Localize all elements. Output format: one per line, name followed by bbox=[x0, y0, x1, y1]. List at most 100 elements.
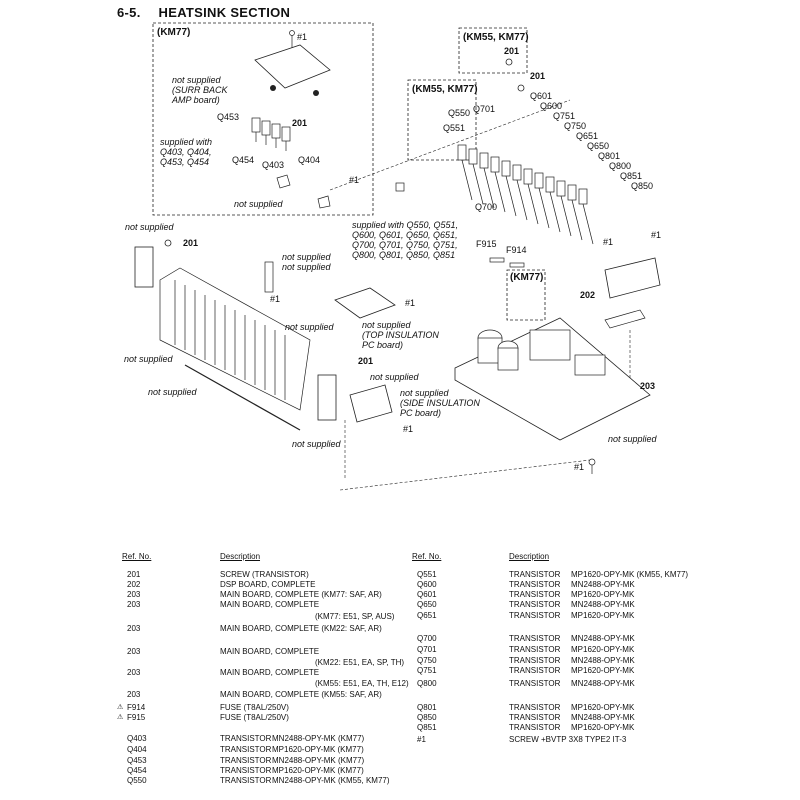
label-q851: Q851 bbox=[620, 171, 642, 181]
label-hash1-d: #1 bbox=[405, 298, 415, 308]
table-cell-ref: Q701 bbox=[417, 645, 437, 654]
heatsink bbox=[159, 267, 311, 411]
label-201-b: 201 bbox=[504, 46, 519, 56]
table-cell-part: MN2488-OPY-MK bbox=[571, 713, 635, 722]
table-cell-part: MP1620-OPY-MK bbox=[571, 723, 635, 732]
table-cell-ref: 202 bbox=[127, 580, 141, 589]
screw-icon bbox=[517, 84, 525, 92]
label-q453: Q453 bbox=[217, 112, 239, 122]
label-q403: Q403 bbox=[262, 160, 284, 170]
label-q601: Q601 bbox=[530, 91, 552, 101]
label-q850: Q850 bbox=[631, 181, 653, 191]
warning-icon: ⚠ bbox=[117, 714, 124, 721]
section-title: 6-5. HEATSINK SECTION bbox=[117, 5, 290, 20]
table-cell-part: MN2488-OPY-MK bbox=[571, 656, 635, 665]
label-surr-back-1: not supplied bbox=[172, 75, 222, 85]
table-cell-part: MN2488-OPY-MK (KM77) bbox=[272, 734, 365, 743]
label-q751: Q751 bbox=[553, 111, 575, 121]
table-cell-desc: TRANSISTOR bbox=[509, 666, 561, 675]
label-hash1-a: #1 bbox=[297, 32, 307, 42]
transistor-row bbox=[457, 144, 594, 245]
label-hash1-h: #1 bbox=[651, 230, 661, 240]
table-cell-desc: TRANSISTOR bbox=[220, 766, 272, 775]
label-q700: Q700 bbox=[475, 202, 497, 212]
table-cell-ref: 203 bbox=[127, 690, 141, 699]
table-cell-part: MN2488-OPY-MK bbox=[571, 600, 635, 609]
label-q701: Q701 bbox=[473, 104, 495, 114]
label-hash1-f: #1 bbox=[574, 462, 584, 472]
table-cell-ref: Q800 bbox=[417, 679, 437, 688]
table-cell-ref: F915 bbox=[127, 713, 146, 722]
label-top-ins-3: PC board) bbox=[362, 340, 403, 350]
table-cell-ref: #1 bbox=[417, 735, 426, 744]
label-surr-back-3: AMP board) bbox=[171, 95, 220, 105]
label-km55-km77-a: (KM55, KM77) bbox=[463, 32, 529, 43]
table-cell-ref: Q404 bbox=[127, 745, 147, 754]
label-202: 202 bbox=[580, 290, 595, 300]
table-cell-desc: FUSE (T8AL/250V) bbox=[220, 703, 289, 712]
table-cell-ref: 203 bbox=[127, 600, 141, 609]
screw-icon bbox=[505, 58, 513, 66]
label-not-supplied-h: not supplied bbox=[370, 372, 420, 382]
label-q404: Q404 bbox=[298, 155, 320, 165]
section-title-text: HEATSINK SECTION bbox=[158, 5, 291, 20]
label-q550: Q550 bbox=[448, 108, 470, 118]
label-f914: F914 bbox=[506, 245, 527, 255]
table-cell-desc: TRANSISTOR bbox=[509, 679, 561, 688]
table-cell-ref: Q700 bbox=[417, 634, 437, 643]
table-cell-part: MP1620-OPY-MK (KM77) bbox=[272, 745, 364, 754]
bracket-part bbox=[276, 174, 291, 189]
table-cell-ref: Q551 bbox=[417, 570, 437, 579]
label-top-ins-2: (TOP INSULATION bbox=[362, 330, 439, 340]
table-cell-ref: Q600 bbox=[417, 580, 437, 589]
label-supplied-with-b4: Q800, Q801, Q850, Q851 bbox=[352, 250, 455, 260]
table-cell-part: MP1620-OPY-MK bbox=[571, 645, 635, 654]
label-q800: Q800 bbox=[609, 161, 631, 171]
label-201-d: 201 bbox=[183, 238, 198, 248]
table-cell-desc: DSP BOARD, COMPLETE bbox=[220, 580, 316, 589]
section-number: 6-5. bbox=[117, 5, 141, 20]
table-cell-ref: 203 bbox=[127, 590, 141, 599]
table-cell-desc: TRANSISTOR bbox=[509, 723, 561, 732]
label-side-ins-2: (SIDE INSULATION bbox=[400, 398, 480, 408]
table-cell-part: MN2488-OPY-MK bbox=[571, 634, 635, 643]
table-cell-desc: MAIN BOARD, COMPLETE bbox=[220, 600, 320, 609]
rod bbox=[184, 364, 301, 431]
label-not-supplied-b: not supplied bbox=[125, 222, 175, 232]
label-supplied-with-3: Q453, Q454 bbox=[160, 157, 209, 167]
label-201-a: 201 bbox=[292, 118, 307, 128]
surr-back-amp-board bbox=[254, 44, 331, 89]
table-cell-ref: 203 bbox=[127, 668, 141, 677]
table-cell-desc: MAIN BOARD, COMPLETE bbox=[220, 647, 320, 656]
label-203: 203 bbox=[640, 381, 655, 391]
side-insulation-board bbox=[349, 384, 393, 423]
table-cell-ref: F914 bbox=[127, 703, 146, 712]
label-not-supplied-e: not supplied bbox=[282, 252, 332, 262]
label-hash1-g: #1 bbox=[603, 237, 613, 247]
table-cell-part: MN2488-OPY-MK (KM77) bbox=[272, 756, 365, 765]
table-cell-ref: Q850 bbox=[417, 713, 437, 722]
dashed-guide bbox=[329, 99, 571, 191]
table-cell-desc: TRANSISTOR bbox=[220, 745, 272, 754]
label-supplied-with-1: supplied with bbox=[160, 137, 212, 147]
table-cell-desc: (KM22: E51, EA, SP, TH) bbox=[315, 658, 405, 667]
table-cell-ref: Q651 bbox=[417, 611, 437, 620]
table-cell-desc: TRANSISTOR bbox=[220, 776, 272, 785]
km55-km77-dashed-box-b bbox=[407, 79, 477, 161]
table-cell-desc: (KM77: E51, SP, AUS) bbox=[315, 612, 395, 621]
table-cell-ref: Q650 bbox=[417, 600, 437, 609]
table-cell-desc: MAIN BOARD, COMPLETE bbox=[220, 668, 320, 677]
fuse-f914 bbox=[509, 262, 525, 268]
table-cell-part: MN2488-OPY-MK (KM55, KM77) bbox=[272, 776, 390, 785]
km55-km77-dashed-box-a bbox=[458, 27, 528, 74]
dsp-board bbox=[604, 257, 661, 299]
label-q651: Q651 bbox=[576, 131, 598, 141]
screw-icon bbox=[289, 30, 295, 48]
table-cell-desc: TRANSISTOR bbox=[509, 611, 561, 620]
label-not-supplied-c: not supplied bbox=[124, 354, 174, 364]
label-supplied-with-b1: supplied with Q550, Q551, bbox=[352, 220, 458, 230]
label-supplied-with-b2: Q600, Q601, Q650, Q651, bbox=[352, 230, 458, 240]
table-cell-part: MN2488-OPY-MK bbox=[571, 580, 635, 589]
label-not-supplied-j: not supplied bbox=[608, 434, 658, 444]
